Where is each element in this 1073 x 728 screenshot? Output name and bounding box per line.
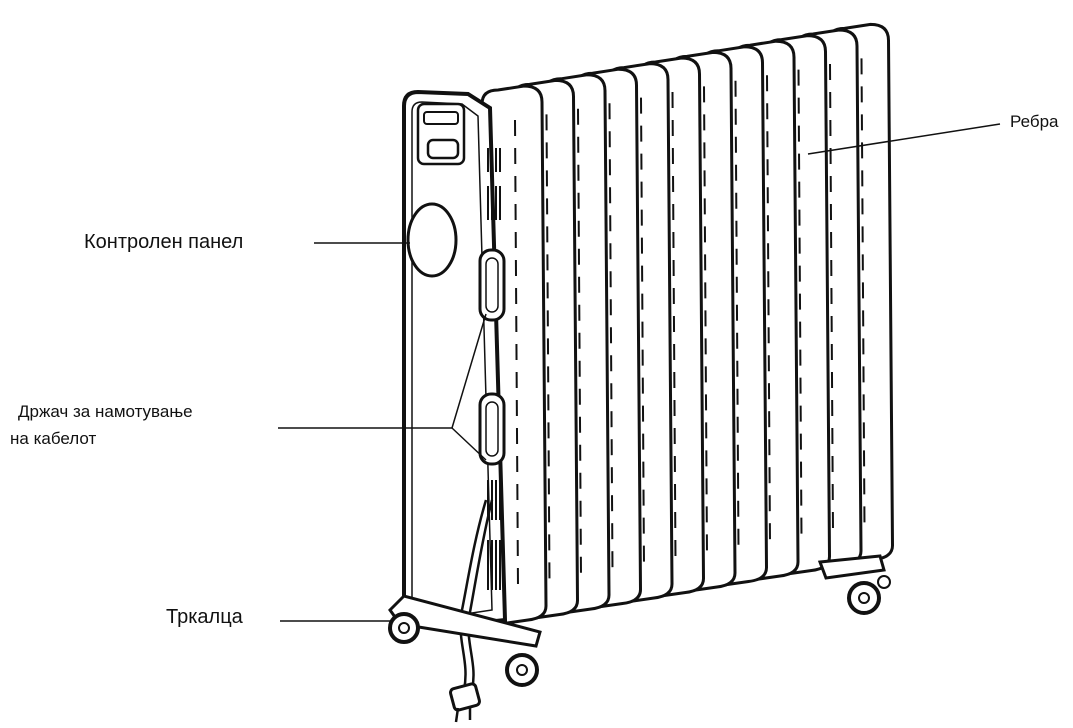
fin-dashed-line xyxy=(766,75,771,545)
fin-dashed-line xyxy=(608,103,614,572)
cord-holder-label-line1: Држач за намотување xyxy=(18,402,193,421)
fin-dashed-line xyxy=(797,69,803,539)
wheels xyxy=(388,554,891,687)
fin-dashed-line xyxy=(577,108,582,578)
fin-dashed-line xyxy=(671,91,677,561)
fin-dashed-line xyxy=(545,114,551,583)
fin-dashed-line xyxy=(514,119,519,589)
fin-dashed-line xyxy=(703,86,708,556)
cord-holder-lower xyxy=(478,392,506,466)
vent-slots-top xyxy=(487,148,501,220)
fin-dashed-line xyxy=(734,80,740,550)
ribs-leader xyxy=(807,123,1001,155)
cord-holder-label-line2: на кабелот xyxy=(10,429,97,448)
control-housing xyxy=(402,89,508,629)
radiator-fins xyxy=(480,22,895,626)
fin-dashed-line xyxy=(860,58,866,528)
control-dial xyxy=(406,202,458,278)
fin-dashed-line xyxy=(829,63,834,534)
power-plug xyxy=(448,682,482,712)
cord-holder-upper xyxy=(478,248,506,322)
callout-lines xyxy=(278,123,1001,622)
ribs-label: Ребра xyxy=(1010,112,1059,131)
control-panel-label: Контролен панел xyxy=(84,231,244,253)
wheels-label: Тркалца xyxy=(166,606,243,628)
control-top-panel xyxy=(416,102,466,166)
fin-dashed-line xyxy=(640,97,645,567)
